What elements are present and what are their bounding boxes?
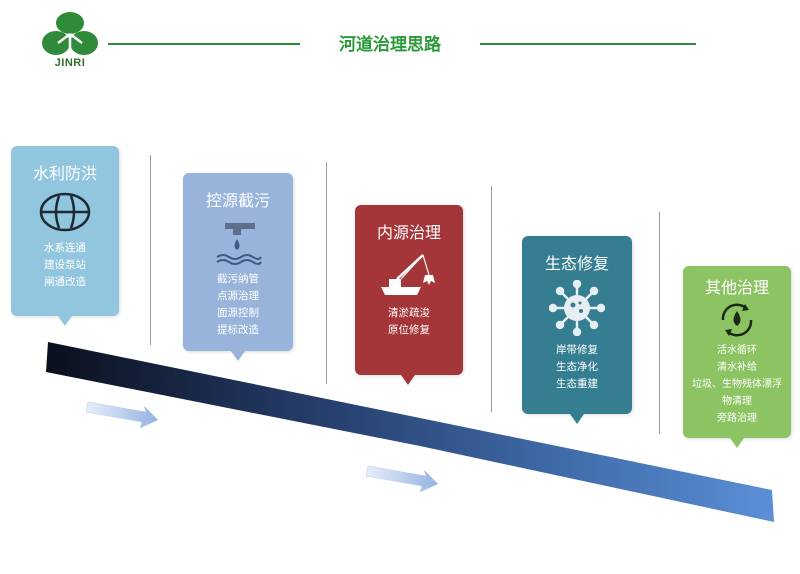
card-item: 建设泵站 <box>44 259 86 271</box>
card-item: 生态重建 <box>556 378 598 390</box>
title-line-right <box>480 43 696 45</box>
divider-3 <box>491 186 492 412</box>
card-title: 水利防洪 <box>32 164 97 183</box>
card-items: 截污纳管 点源治理 面源控制 提标改造 <box>183 271 293 339</box>
faucet-drop-icon <box>216 223 262 265</box>
card-title: 生态修复 <box>544 254 609 273</box>
card-item: 活水循环 <box>717 345 757 356</box>
card-item: 闸通改造 <box>44 276 86 288</box>
card-item: 截污纳管 <box>217 273 259 285</box>
card-item: 清水补给 <box>717 362 757 373</box>
card-item: 岸带修复 <box>556 344 598 356</box>
card-item: 提标改造 <box>217 324 259 336</box>
card-eco-restoration: 生态修复 岸带修复 生态净化 生态重建 <box>522 236 632 424</box>
card-items: 水系连通 建设泵站 闸通改造 <box>11 240 119 291</box>
title-line-left <box>108 43 300 45</box>
logo-text: JINRI <box>54 57 86 69</box>
jinri-logo: JINRI <box>40 10 110 76</box>
card-item: 物清理 <box>722 396 752 407</box>
card-item: 原位修复 <box>388 324 430 336</box>
card-item: 清淤疏浚 <box>388 307 430 319</box>
divider-1 <box>150 155 151 345</box>
card-pointer <box>231 351 245 361</box>
card-item: 面源控制 <box>217 307 259 319</box>
card-pointer <box>570 414 584 424</box>
card-items: 清淤疏浚 原位修复 <box>355 305 463 339</box>
card-item: 旁路治理 <box>717 413 757 424</box>
page-title: 河道治理思路 <box>339 35 441 55</box>
card-item: 点源治理 <box>217 290 259 302</box>
trefoil-leaf-icon <box>42 12 98 55</box>
card-item: 垃圾、生物残体漂浮 <box>692 379 782 390</box>
divider-2 <box>326 162 327 384</box>
card-pointer <box>58 316 72 326</box>
card-flood-control: 水利防洪 水系连通 建设泵站 闸通改造 <box>11 146 119 326</box>
card-pointer <box>730 438 744 448</box>
card-title: 控源截污 <box>205 191 270 210</box>
card-items: 岸带修复 生态净化 生态重建 <box>522 342 632 393</box>
card-source-control: 控源截污 截污纳管 点源治理 面源控制 提标改造 <box>183 173 293 361</box>
card-title: 内源治理 <box>376 223 441 242</box>
card-pointer <box>401 375 415 385</box>
water-cycle-icon <box>721 303 753 337</box>
card-item: 水系连通 <box>44 242 86 254</box>
card-title: 其他治理 <box>704 278 769 297</box>
river-circle-icon <box>39 192 91 232</box>
microbe-icon <box>549 280 605 336</box>
card-item: 生态净化 <box>556 361 598 373</box>
divider-4 <box>659 212 660 434</box>
dredging-crane-icon <box>381 254 435 295</box>
card-other-treatment: 其他治理 活水循环 清水补给 垃圾、生物残体漂浮 物清理 旁路治理 <box>683 266 791 448</box>
card-internal-source: 内源治理 清淤疏浚 原位修复 <box>355 205 463 385</box>
card-items: 活水循环 清水补给 垃圾、生物残体漂浮 物清理 旁路治理 <box>683 342 791 427</box>
